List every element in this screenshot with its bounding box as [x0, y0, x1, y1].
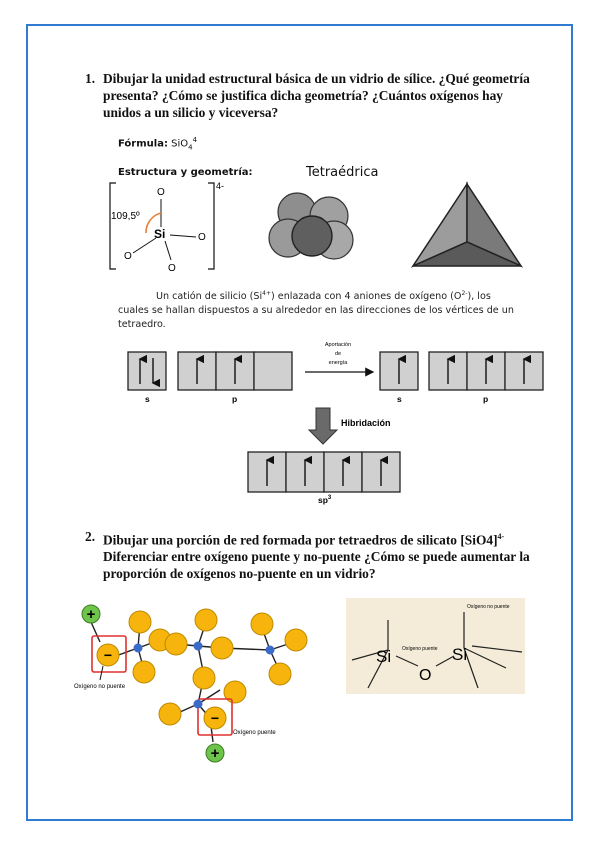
oxygen-left: O: [124, 251, 132, 262]
charge-label: 4-: [216, 181, 224, 191]
formula-label: Fórmula:: [118, 138, 168, 150]
question-1-text: Dibujar la unidad estructural básica de …: [103, 71, 530, 120]
question-1-number: 1.: [85, 71, 96, 86]
oxygen-bottom: O: [168, 263, 176, 274]
hybridization-label: Hibridación: [341, 418, 391, 428]
bridge-label: Oxígeno puente: [402, 646, 438, 652]
energy-note-1: Aportación: [325, 342, 351, 348]
cation-plus-top: +: [87, 606, 96, 623]
formula-sup: 4: [192, 136, 198, 144]
question-2-formula: [SiO4]: [460, 532, 498, 548]
sp3-base: sp: [318, 495, 328, 505]
formula-line: Fórmula: SiO44: [118, 136, 197, 151]
explanation-paragraph: Un catión de silicio (Si4+) enlazada con…: [118, 287, 518, 332]
silicate-network-diagram: + + − − Oxígeno no puente Oxígeno puente: [74, 604, 308, 763]
para-part2: ) enlazada con 4 aniones de oxígeno (O: [271, 291, 462, 303]
label-p-before: p: [232, 394, 237, 404]
sp3-sup: 3: [328, 495, 332, 501]
formula-value: SiO: [171, 138, 189, 150]
o-charge: 2-: [461, 290, 468, 297]
si-charge: 4+: [262, 290, 271, 297]
anion-minus-right: −: [211, 710, 219, 726]
bridge-o: O: [419, 667, 431, 684]
energy-note-2: de: [335, 351, 341, 357]
structure-label: Estructura y geometría:: [118, 167, 253, 178]
question-2-formula-sup: 4-: [497, 532, 505, 541]
formula-sub: 4: [188, 143, 193, 152]
oxygen-right: O: [198, 232, 206, 243]
tetrahedral-title: Tetraédrica: [306, 165, 379, 180]
si-right: Si: [452, 645, 467, 664]
page-frame: [26, 24, 573, 821]
nonbridge-label: Oxígeno no puente: [467, 604, 510, 610]
anion-minus-left: −: [104, 647, 112, 663]
para-part3: ), los cuales se hallan dispuestos a su …: [118, 291, 514, 331]
label-p-after: p: [483, 394, 488, 404]
energy-note-3: energía: [329, 360, 349, 366]
sio4-structure-diagram: 4- O Si O O O 109,5º: [109, 181, 224, 274]
label-sp3: sp3: [318, 495, 332, 505]
label-s-after: s: [397, 394, 402, 404]
silicon-center: Si: [154, 227, 165, 241]
orbital-diagram: s p Aportación de energía s p Hibridació…: [127, 342, 544, 505]
question-2: 2. Dibujar una porción de red formada po…: [85, 528, 543, 582]
question-2-number: 2.: [85, 529, 96, 544]
para-part1: Un catión de silicio (Si: [156, 291, 263, 303]
cation-plus-bottom: +: [211, 745, 220, 762]
si-o-si-image: [346, 598, 525, 694]
label-s-before: s: [145, 394, 150, 404]
question-2-line2: Diferenciar entre oxígeno puente y no-pu…: [103, 549, 530, 582]
si-o-si-diagram: Si Si O Oxígeno puente Oxígeno no puente: [351, 604, 523, 689]
angle-label: 109,5º: [111, 211, 140, 222]
tetrahedron-image: [411, 181, 523, 268]
oxygen-top: O: [157, 187, 165, 198]
nonbridge-oxygen-label: Oxígeno no puente: [74, 684, 126, 690]
question-2-line1: Dibujar una porción de red formada por t…: [103, 532, 457, 548]
question-1: 1. Dibujar la unidad estructural básica …: [85, 70, 533, 121]
sphere-model-image: [268, 192, 354, 260]
si-left: Si: [376, 647, 391, 666]
bridge-oxygen-label: Oxígeno puente: [233, 730, 276, 736]
